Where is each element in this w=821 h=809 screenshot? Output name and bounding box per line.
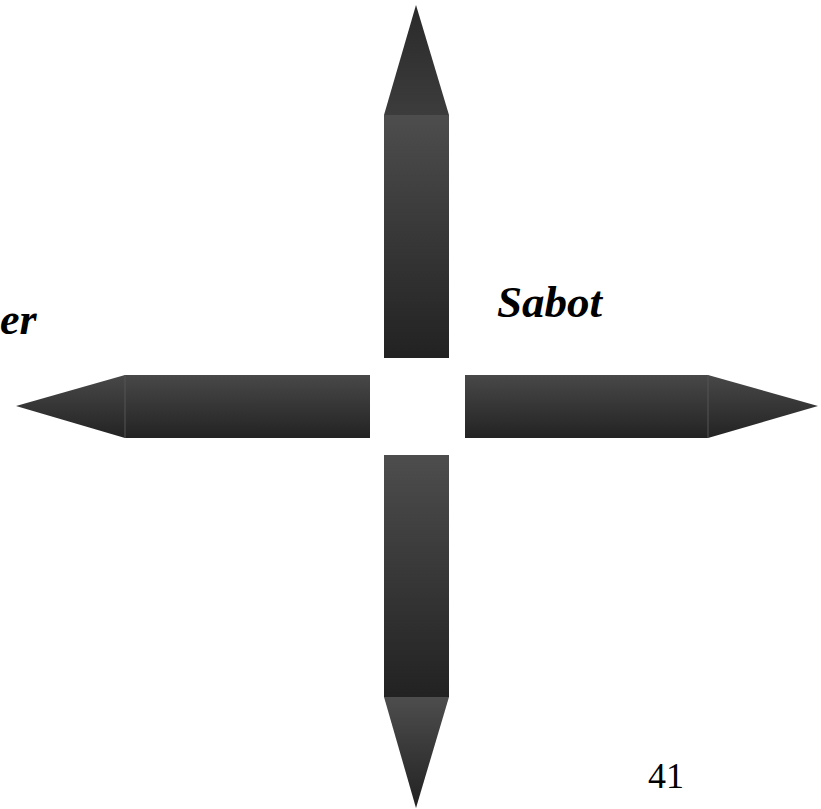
petal-body (384, 455, 449, 697)
sabot-petal-left (16, 375, 370, 438)
petal-seam (125, 375, 126, 438)
sabot-petal-down (384, 455, 449, 808)
petal-tip (708, 375, 818, 438)
part-label: Sabot (497, 280, 602, 325)
petal-body (384, 115, 449, 358)
petal-body (125, 375, 370, 438)
page-number: 41 (648, 758, 684, 794)
sabot-petal-up (384, 5, 449, 358)
cut-off-label: er (0, 298, 37, 342)
petal-tip (384, 697, 449, 808)
petal-seam (708, 375, 709, 438)
petal-tip (16, 375, 125, 438)
petal-body (465, 375, 708, 438)
petal-tip (384, 5, 449, 115)
sabot-petal-right (465, 375, 818, 438)
